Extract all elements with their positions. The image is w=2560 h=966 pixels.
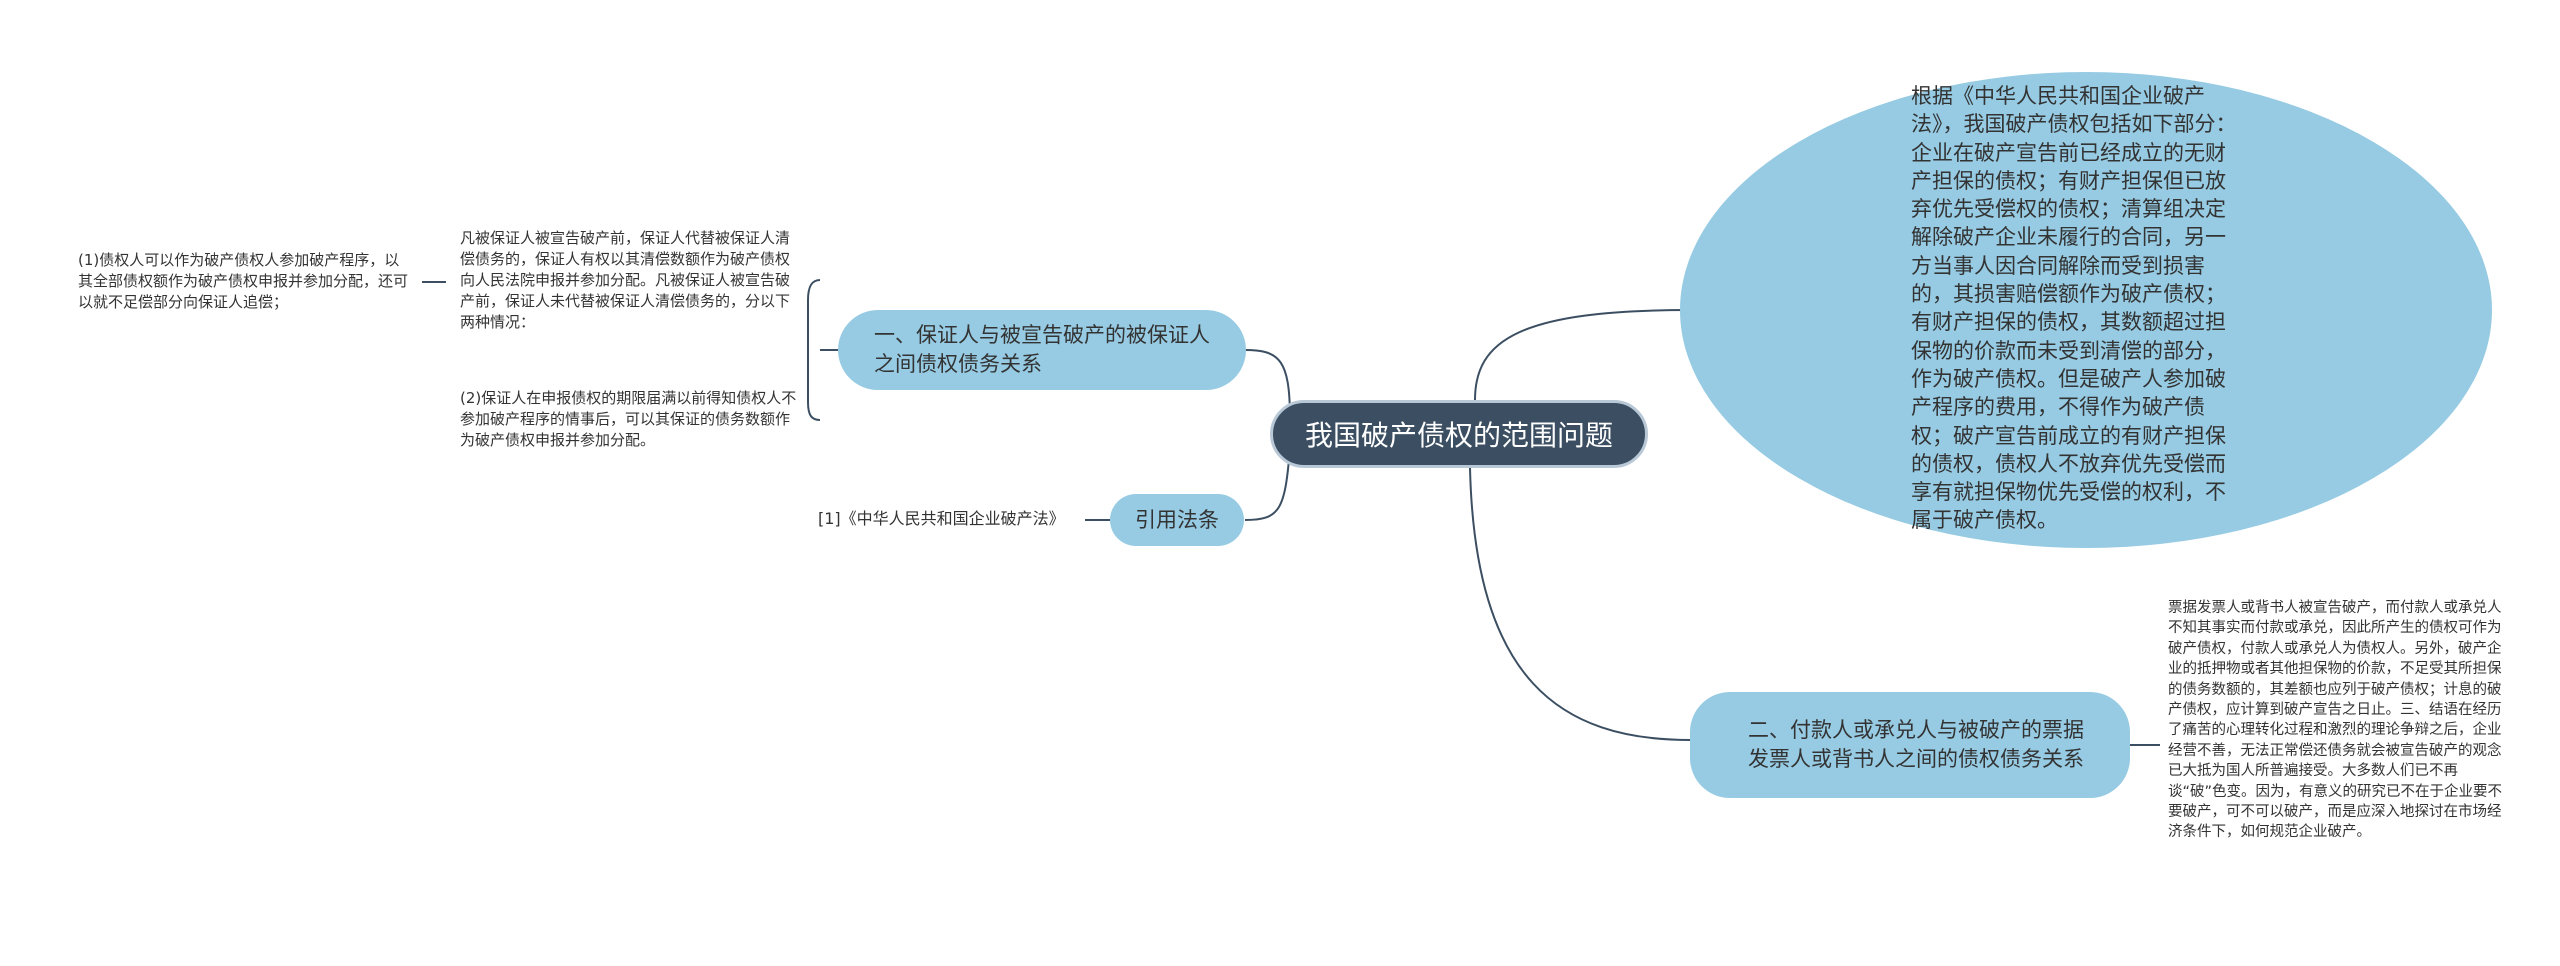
guarantor-case-2: (2)保证人在申报债权的期限届满以前得知债权人不参加破产程序的情事后，可以其保证… [460,389,797,449]
topic-bankruptcy-claims-text: 根据《中华人民共和国企业破产法》，我国破产债权包括如下部分：企业在破产宣告前已经… [1911,84,2237,533]
link-root-right-top [1474,309,1691,401]
link-root-left-bottom [1244,447,1291,521]
guarantor-intro: 凡被保证人被宣告破产前，保证人代替被保证人清偿债务的，保证人有权以其清偿数额作为… [460,229,791,331]
bracket-left-top [807,279,821,421]
topic-guarantor-label: 一、保证人与被宣告破产的被保证人之间债权债务关系 [874,323,1210,376]
topic-payer-acceptor-relation[interactable]: 二、付款人或承兑人与被破产的票据发票人或背书人之间的债权债务关系 [1690,692,2130,798]
topic-guarantor-relation[interactable]: 一、保证人与被宣告破产的被保证人之间债权债务关系 [838,310,1246,390]
detail-payer-acceptor: 票据发票人或背书人被宣告破产，而付款人或承兑人不知其事实而付款或承兑，因此所产生… [2168,600,2503,841]
topic-cited-law[interactable]: 引用法条 [1110,494,1244,546]
link-root-right-bottom [1469,467,1691,741]
root-title: 我国破产债权的范围问题 [1304,419,1613,452]
cited-law-ref: [1]《中华人民共和国企业破产法》 [818,509,1065,528]
guarantor-case-1: (1)债权人可以作为破产债权人参加破产程序，以其全部债权额作为破产债权申报并参加… [78,251,409,311]
topic-cited-law-label: 引用法条 [1135,507,1219,532]
topic-payer-acceptor-label: 二、付款人或承兑人与被破产的票据发票人或背书人之间的债权债务关系 [1748,718,2084,771]
root-topic[interactable]: 我国破产债权的范围问题 [1270,400,1648,468]
topic-bankruptcy-claims-scope[interactable]: 根据《中华人民共和国企业破产法》，我国破产债权包括如下部分：企业在破产宣告前已经… [1680,72,2492,548]
